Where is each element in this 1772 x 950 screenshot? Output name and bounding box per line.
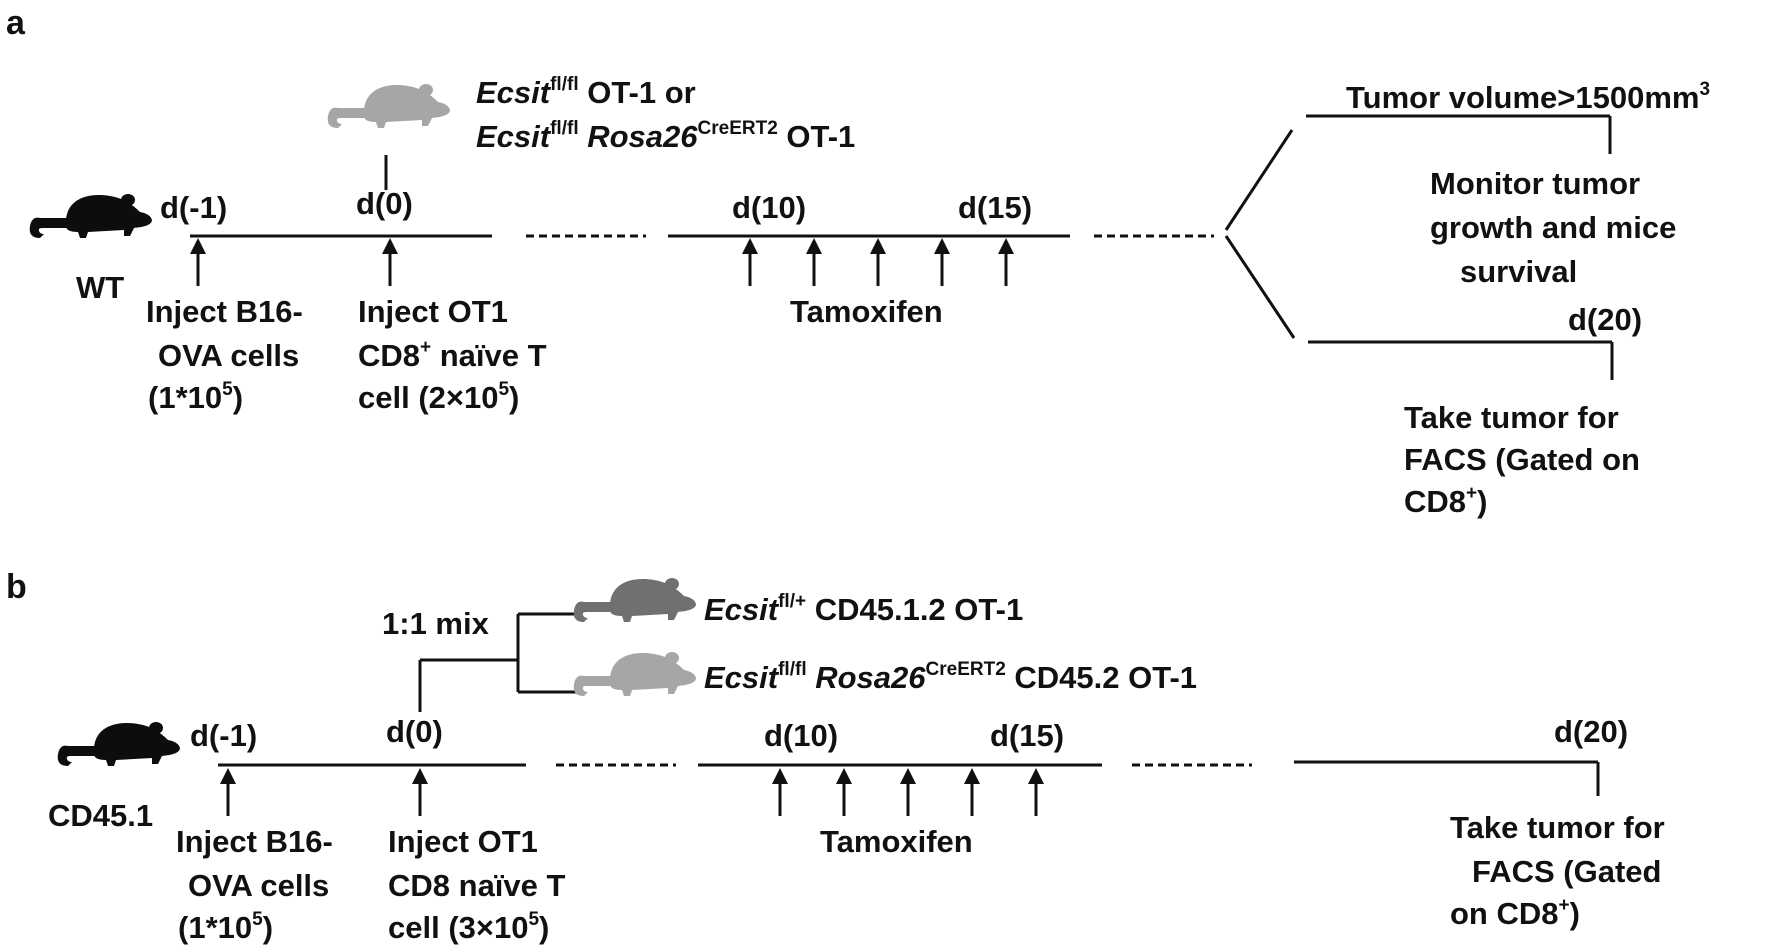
day-label-10-b: d(10) — [764, 718, 838, 753]
inject-ot1-label-b-2: CD8 naïve T — [388, 868, 566, 903]
facs-label-b-3: on CD8+) — [1450, 895, 1580, 931]
inject-b16-label-b-2: OVA cells — [188, 868, 329, 903]
host-label-cd45-1: CD45.1 — [48, 798, 153, 833]
day-label-15-b: d(15) — [990, 718, 1064, 753]
day-label-0: d(0) — [356, 186, 413, 221]
up-arrow-icon — [772, 768, 788, 816]
up-arrow-icon — [870, 238, 886, 286]
up-arrow-icon — [964, 768, 980, 816]
branch-upper-line — [1224, 129, 1294, 231]
up-arrow-icon — [220, 768, 236, 816]
inject-b16-label-b-3: (1*105) — [178, 909, 273, 945]
inject-ot1-label: Inject OT1 — [358, 294, 508, 329]
inject-ot1-label-b: Inject OT1 — [388, 824, 538, 859]
up-arrow-icon — [1028, 768, 1044, 816]
inject-ot1-label-3: cell (2×105) — [358, 379, 519, 415]
donor1-label: Ecsitfl/+ CD45.1.2 OT-1 — [704, 591, 1023, 627]
facs-label-b-2: FACS (Gated — [1472, 854, 1661, 889]
up-arrow-icon — [806, 238, 822, 286]
mouse-icon — [57, 722, 180, 766]
host-label-wt: WT — [76, 270, 124, 305]
inject-ot1-label-b-3: cell (3×105) — [388, 909, 549, 945]
branch-lower-line — [1224, 235, 1296, 339]
facs-label-b-1: Take tumor for — [1450, 810, 1665, 845]
tamoxifen-label-b: Tamoxifen — [820, 824, 973, 859]
donor-label-line2: Ecsitfl/fl Rosa26CreERT2 OT-1 — [476, 118, 855, 154]
up-arrow-icon — [998, 238, 1014, 286]
day-label-20-b: d(20) — [1554, 714, 1628, 749]
up-arrow-icon — [382, 238, 398, 286]
mouse-icon — [29, 194, 152, 238]
inject-ot1-label-2: CD8+ naïve T — [358, 337, 547, 373]
panel-label-a: a — [6, 4, 26, 42]
facs-label-1: Take tumor for — [1404, 400, 1619, 435]
day-label-0-b: d(0) — [386, 714, 443, 749]
up-arrow-icon — [742, 238, 758, 286]
up-arrow-icon — [900, 768, 916, 816]
facs-label-2: FACS (Gated on — [1404, 442, 1640, 477]
tumor-volume-label: Tumor volume>1500mm3 — [1346, 79, 1710, 115]
mouse-icon — [573, 578, 696, 622]
up-arrow-icon — [190, 238, 206, 286]
day-label-10: d(10) — [732, 190, 806, 225]
tamoxifen-label: Tamoxifen — [790, 294, 943, 329]
monitor-label-2: growth and mice — [1430, 210, 1676, 245]
inject-b16-label: Inject B16- — [146, 294, 303, 329]
inject-b16-label-2: OVA cells — [158, 338, 299, 373]
inject-b16-label-b: Inject B16- — [176, 824, 333, 859]
up-arrow-icon — [412, 768, 428, 816]
up-arrow-icon — [836, 768, 852, 816]
day-label-minus1: d(-1) — [160, 190, 227, 225]
facs-label-3: CD8+) — [1404, 483, 1487, 519]
day-label-20-a: d(20) — [1568, 302, 1642, 337]
monitor-label-1: Monitor tumor — [1430, 166, 1640, 201]
day-label-minus1-b: d(-1) — [190, 718, 257, 753]
donor-label-line1: Ecsitfl/fl OT-1 or — [476, 74, 696, 110]
day-label-15: d(15) — [958, 190, 1032, 225]
up-arrow-icon — [934, 238, 950, 286]
mix-label: 1:1 mix — [382, 606, 490, 641]
mouse-icon — [327, 84, 450, 128]
donor2-label: Ecsitfl/fl Rosa26CreERT2 CD45.2 OT-1 — [704, 659, 1197, 695]
monitor-label-3: survival — [1460, 254, 1577, 289]
inject-b16-label-3: (1*105) — [148, 379, 243, 415]
mouse-icon — [573, 652, 696, 696]
panel-label-b: b — [6, 568, 27, 606]
